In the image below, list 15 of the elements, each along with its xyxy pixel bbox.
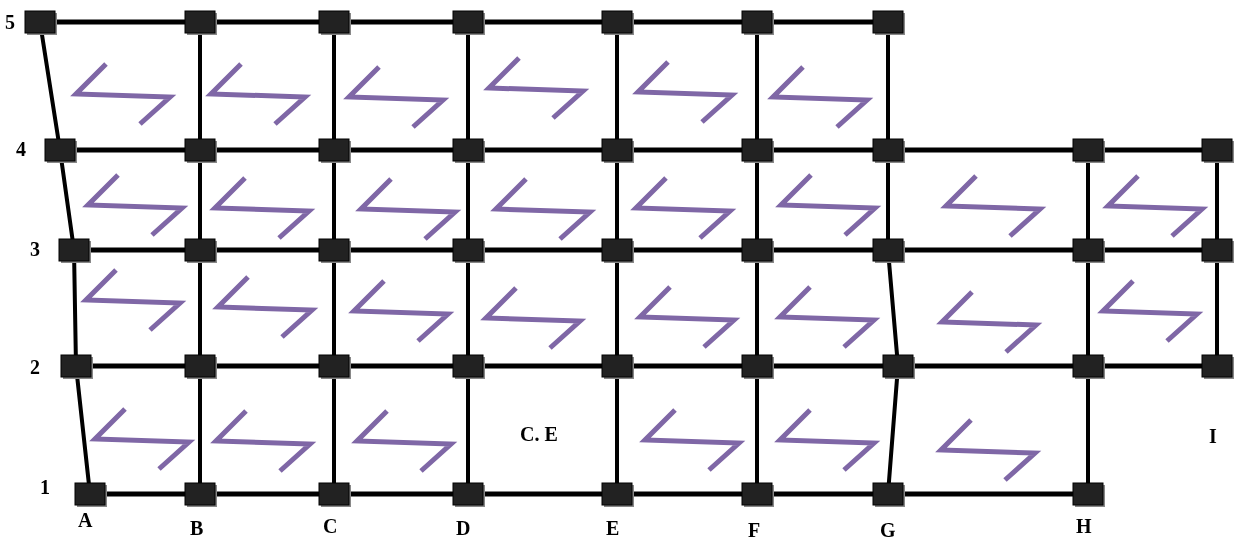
grid-line-letter: G bbox=[880, 520, 896, 539]
opening-label: C. E bbox=[520, 424, 558, 444]
grid-line-letter: H bbox=[1076, 516, 1092, 536]
grid-line-letter: C bbox=[323, 516, 338, 536]
grid-line-number: 1 bbox=[40, 477, 50, 497]
grid-line-letter: D bbox=[456, 518, 471, 538]
grid-line-letter: I bbox=[1209, 426, 1217, 446]
grid-line-letter: A bbox=[78, 510, 93, 530]
grid-line-number: 5 bbox=[5, 12, 15, 32]
grid-line-number: 4 bbox=[16, 139, 26, 159]
grid-line-letter: B bbox=[190, 518, 204, 538]
grid-line-number: 2 bbox=[30, 357, 40, 377]
grid-line-number: 3 bbox=[30, 239, 40, 259]
grid-line-letter: E bbox=[606, 518, 620, 538]
grid-line-letter: F bbox=[748, 520, 761, 539]
